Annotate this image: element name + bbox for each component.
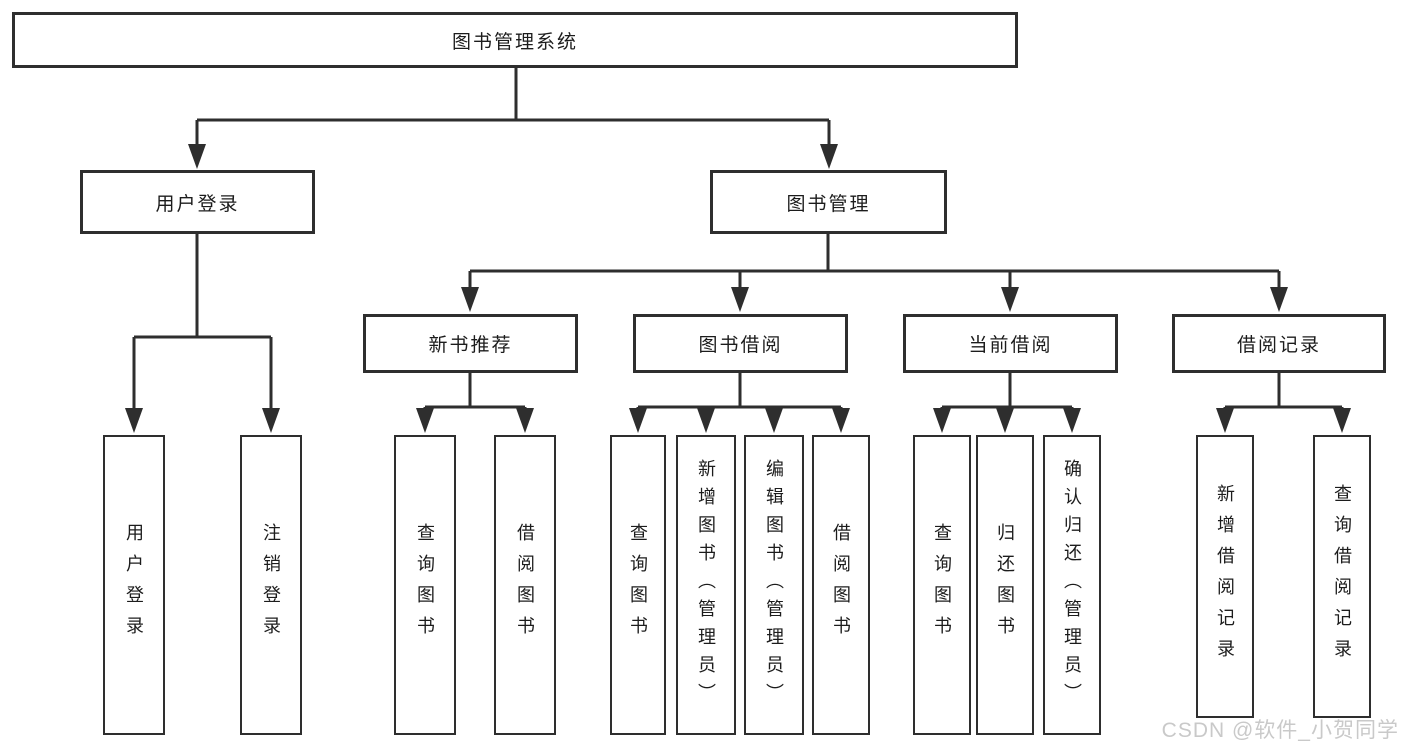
connector-borrowing-records-split	[1216, 373, 1351, 433]
node-borrowing-records: 借阅记录	[1172, 314, 1386, 373]
connector-book-borrowing-split	[629, 373, 850, 433]
node-new-book-recommend: 新书推荐	[363, 314, 578, 373]
node-add-book-admin: 新增图书（管理员）	[676, 435, 736, 735]
node-query-borrow-record: 查询借阅记录	[1313, 435, 1371, 718]
node-book-management: 图书管理	[710, 170, 947, 234]
node-add-borrow-record: 新增借阅记录	[1196, 435, 1254, 718]
node-user-login-branch: 用户登录	[80, 170, 315, 234]
node-borrow-books-recommend: 借阅图书	[494, 435, 556, 735]
node-edit-book-admin: 编辑图书（管理员）	[744, 435, 804, 735]
node-confirm-return-admin: 确认归还（管理员）	[1043, 435, 1101, 735]
node-borrow-books-borrowing: 借阅图书	[812, 435, 870, 735]
connector-root-split	[188, 68, 838, 169]
connector-book-management-split	[461, 234, 1288, 312]
node-user-login: 用户登录	[103, 435, 165, 735]
connector-current-borrowing-split	[933, 373, 1081, 433]
node-library-management-system: 图书管理系统	[12, 12, 1018, 68]
connector-user-login-split	[125, 234, 280, 433]
watermark-text: CSDN @软件_小贺同学	[1161, 719, 1399, 742]
node-query-books-current: 查询图书	[913, 435, 971, 735]
node-query-books-borrowing: 查询图书	[610, 435, 666, 735]
node-query-books-recommend: 查询图书	[394, 435, 456, 735]
node-logout-login: 注销登录	[240, 435, 302, 735]
connector-new-book-split	[416, 373, 534, 433]
node-return-books: 归还图书	[976, 435, 1034, 735]
node-current-borrowing: 当前借阅	[903, 314, 1118, 373]
node-book-borrowing: 图书借阅	[633, 314, 848, 373]
